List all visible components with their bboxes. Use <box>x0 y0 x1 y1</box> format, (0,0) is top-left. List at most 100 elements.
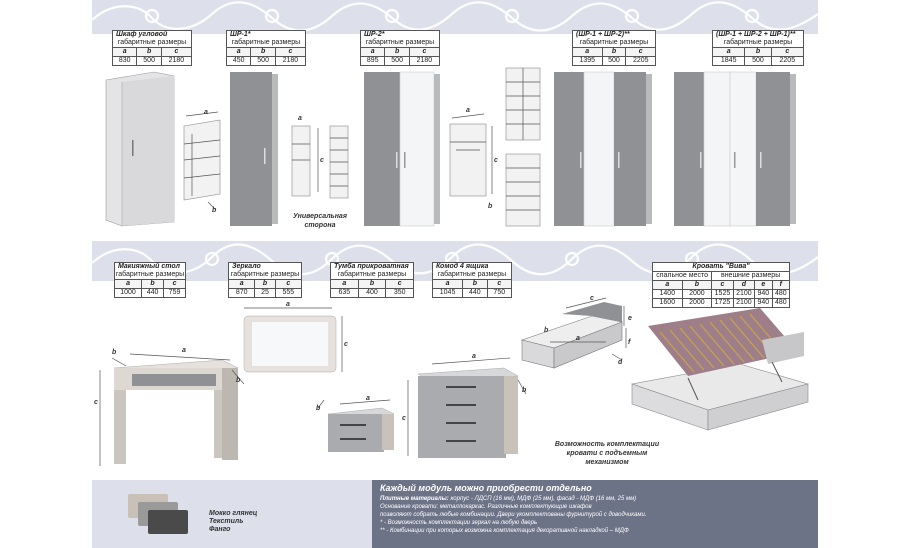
product-caption: габаритные размеры <box>360 39 440 47</box>
dim-label: c <box>344 341 348 348</box>
product-name: (ШР-1 + ШР-2)** <box>572 30 656 39</box>
info-line: Основание кровати: металлокаркас. Различ… <box>380 504 592 510</box>
spec-bed-viva: Кровать "Вива" спальное место внешние ра… <box>651 262 791 308</box>
value-cell: 2205 <box>770 56 805 66</box>
product-name: Тумба прикроватная <box>330 262 414 271</box>
header-cell: e <box>754 280 773 290</box>
dim-label: b <box>112 349 117 356</box>
value-cell: 750 <box>486 288 513 298</box>
universal-side-note: Универсальная сторона <box>293 213 347 229</box>
header-cell: b <box>357 279 387 289</box>
product-name: ШР-2* <box>360 30 440 39</box>
footer: Мокко глянец Текстиль Фанго Каждый модул… <box>92 480 818 548</box>
dim-label: a <box>466 107 470 114</box>
value-cell: 1725 <box>711 298 734 308</box>
header-cell: a <box>225 47 252 57</box>
wardrobes-illustration: a b a c a c b <box>105 67 796 227</box>
swatch-fango <box>148 510 188 534</box>
header-cell: b <box>250 47 276 57</box>
product-caption: габаритные размеры <box>712 39 804 47</box>
dim-label: c <box>590 296 594 302</box>
header-cell: c <box>160 47 193 57</box>
product-name: ШР-1* <box>226 30 306 39</box>
shr-1-interior-drawing: a c <box>291 115 349 199</box>
dim-label: b <box>212 207 217 214</box>
value-cell: 350 <box>385 288 414 298</box>
shr-1-shr-2-shr-1-drawing <box>674 71 796 227</box>
dim-label: b <box>488 203 493 210</box>
dim-label: d <box>618 359 623 366</box>
product-name: Зеркало <box>228 262 302 271</box>
header-cell: a <box>711 47 746 57</box>
header-cell: c <box>625 47 656 57</box>
header-cell: b <box>744 47 772 57</box>
value-cell: 555 <box>274 288 303 298</box>
value-cell: 1845 <box>711 56 746 66</box>
spec-shr-1-shr-2-shr-1: (ШР-1 + ШР-2 + ШР-1)** габаритные размер… <box>711 30 805 66</box>
materials-text: корпус - ЛДСП (16 мм), МДФ (25 мм), фаса… <box>450 496 637 502</box>
ornament-band-top <box>92 0 818 34</box>
header-cell: a <box>431 279 464 289</box>
dim-label: b <box>522 387 527 394</box>
corner-wardrobe-interior-drawing: a b <box>183 109 221 214</box>
finish-legend: Мокко глянец Текстиль Фанго <box>209 510 257 534</box>
dim-label: c <box>94 399 98 406</box>
caption-cell: спальное место <box>651 271 713 281</box>
finish-label-mocha: Мокко глянец <box>209 510 258 517</box>
header-cell: a <box>330 279 359 289</box>
value-cell: 1000 <box>113 288 143 298</box>
materials-label: Плитные материалы: <box>380 496 449 502</box>
dim-label: a <box>366 395 370 402</box>
value-cell: 480 <box>771 298 791 308</box>
header-cell: f <box>771 280 791 290</box>
chest-4-drawers-drawing: c a b <box>402 353 527 458</box>
header-cell: c <box>274 47 307 57</box>
mirror-drawing: a c <box>243 301 348 373</box>
dim-label: b <box>544 327 549 334</box>
header-cell: c <box>486 279 513 289</box>
materials-line: Плитные материалы: корпус - ЛДСП (16 мм)… <box>380 495 810 503</box>
value-cell: 870 <box>227 288 256 298</box>
header-cell: b <box>136 47 162 57</box>
header-cell: c <box>163 279 186 289</box>
dim-label: a <box>298 115 302 122</box>
corner-wardrobe-drawing <box>105 71 175 227</box>
dim-label: a <box>472 353 476 360</box>
value-cell: 2180 <box>274 56 307 66</box>
value-cell: 635 <box>330 288 359 298</box>
shr-2-interior-drawing: a c b <box>449 67 541 227</box>
value-cell: 2180 <box>160 56 193 66</box>
value-cell: 2180 <box>408 56 441 66</box>
product-name: Макияжный стол <box>114 262 186 271</box>
header-cell: a <box>113 279 143 289</box>
bed-lifting-mechanism-drawing <box>630 308 810 431</box>
header-cell: b <box>601 47 627 57</box>
dim-label: b <box>316 405 321 412</box>
header-cell: a <box>652 280 683 290</box>
info-line: позволяют собрать любые комбинации. Двер… <box>380 512 647 518</box>
header-cell: a <box>227 279 256 289</box>
dim-label: a <box>182 347 186 354</box>
product-name: Кровать "Вива" <box>652 262 790 271</box>
header-cell: d <box>732 280 756 290</box>
info-headline: Каждый модуль можно приобрести отдельно <box>380 483 592 493</box>
header-cell: b <box>462 279 488 289</box>
ornament-pattern-top <box>92 1 818 32</box>
product-caption: габаритные размеры <box>226 39 306 47</box>
table-row: 1600 2000 1725 2100 940 480 <box>652 298 791 308</box>
value-cell: 2205 <box>625 56 656 66</box>
value-cell: 759 <box>163 288 186 298</box>
value-cell: 500 <box>601 56 627 66</box>
header-cell: c <box>711 280 734 290</box>
dim-label: e <box>628 315 632 322</box>
